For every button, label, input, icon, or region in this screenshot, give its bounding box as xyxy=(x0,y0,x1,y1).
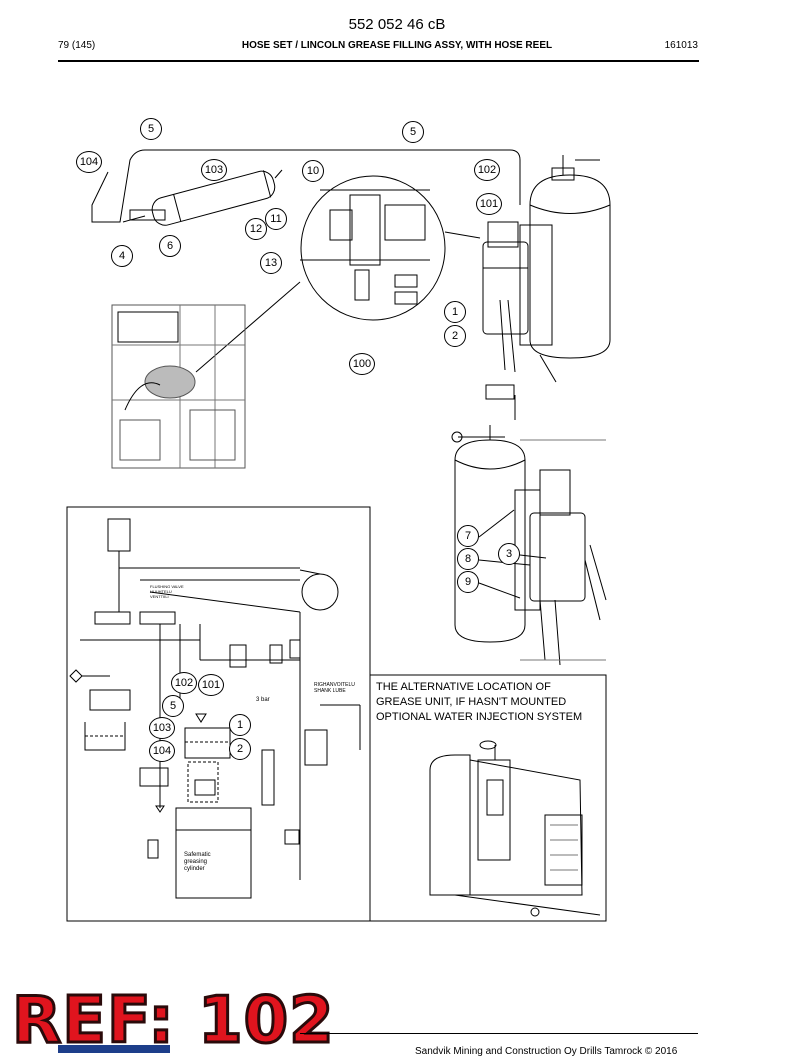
shank-lube-label: RIGHANVOITELU SHANK LUBE xyxy=(314,682,355,694)
callout-5: 5 xyxy=(162,695,184,717)
footer-rule xyxy=(300,1033,698,1034)
callout-104: 104 xyxy=(76,151,102,173)
callout-7: 7 xyxy=(457,525,479,547)
alternative-location-note: THE ALTERNATIVE LOCATION OF GREASE UNIT,… xyxy=(376,681,583,723)
callout-102: 102 xyxy=(474,159,500,181)
header-rule xyxy=(58,60,699,62)
company-logo xyxy=(58,1045,170,1053)
callout-6: 6 xyxy=(159,235,181,257)
document-number: 552 052 46 cB xyxy=(348,16,446,33)
footer-copyright: Sandvik Mining and Construction Oy Drill… xyxy=(415,1046,678,1057)
flushing-valve-label: FLUSHING VALVE HUUHTELU VENTTIILI xyxy=(150,584,184,599)
callout-11: 11 xyxy=(265,208,287,230)
callout-104: 104 xyxy=(149,740,175,762)
callout-102: 102 xyxy=(171,672,197,694)
callout-5: 5 xyxy=(140,118,162,140)
callout-12: 12 xyxy=(245,218,267,240)
callout-4: 4 xyxy=(111,245,133,267)
callout-100: 100 xyxy=(349,353,375,375)
callout-1: 1 xyxy=(444,301,466,323)
callout-10: 10 xyxy=(302,160,324,182)
cylinder-label: Safematic greasing cylinder xyxy=(184,852,211,872)
callout-2: 2 xyxy=(444,325,466,347)
callout-101: 101 xyxy=(198,674,224,696)
callout-9: 9 xyxy=(457,571,479,593)
callout-103: 103 xyxy=(149,717,175,739)
page-title: HOSE SET / LINCOLN GREASE FILLING ASSY, … xyxy=(241,40,553,51)
page-number: 79 (145) xyxy=(58,40,96,51)
callout-101: 101 xyxy=(476,193,502,215)
callout-8: 8 xyxy=(457,548,479,570)
callout-103: 103 xyxy=(201,159,227,181)
callout-3: 3 xyxy=(498,543,520,565)
callout-5: 5 xyxy=(402,121,424,143)
callout-1: 1 xyxy=(229,714,251,736)
callout-2: 2 xyxy=(229,738,251,760)
pressure-label: 3 bar xyxy=(256,697,270,703)
document-code: 161013 xyxy=(664,40,698,51)
callout-13: 13 xyxy=(260,252,282,274)
